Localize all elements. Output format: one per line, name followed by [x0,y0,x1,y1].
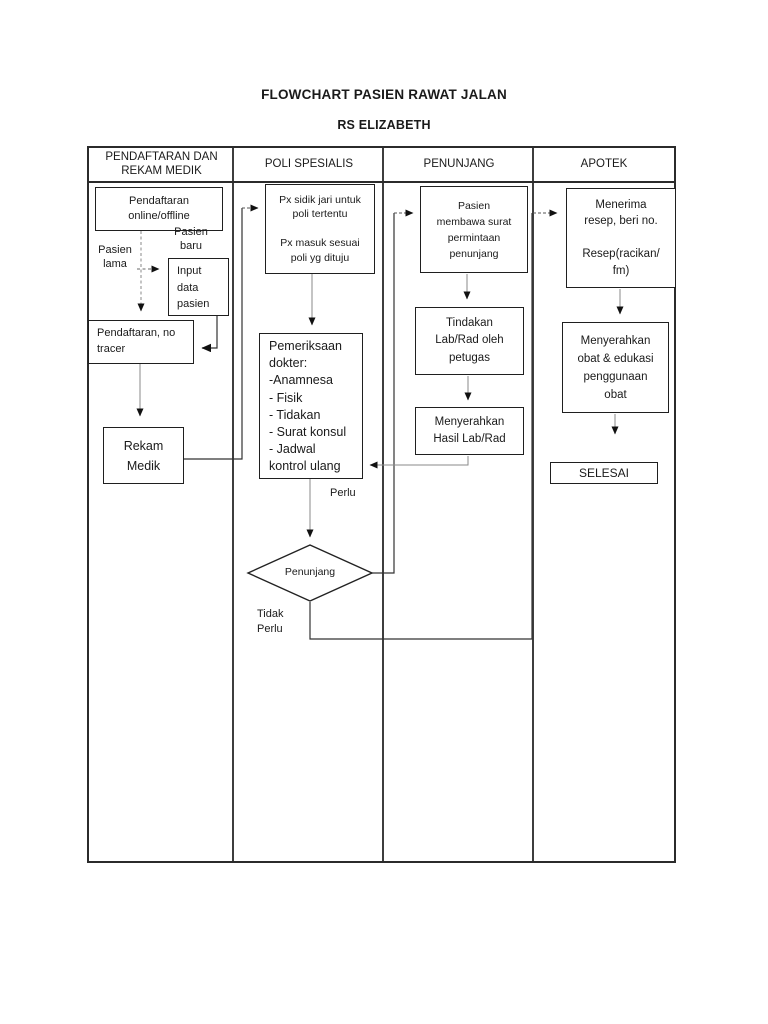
node-pemeriksaan-dokter: Pemeriksaan dokter: -Anamnesa - Fisik - … [259,333,363,479]
label-pasien-lama: Pasien lama [98,244,132,270]
node-input-data-pasien: Input data pasien [168,258,229,316]
page-subtitle: RS ELIZABETH [337,118,431,132]
page-title: FLOWCHART PASIEN RAWAT JALAN [261,87,507,102]
node-pendaftaran-online: Pendaftaran online/offline [95,187,223,231]
node-pendaftaran-no-tracer: Pendaftaran, no tracer [88,320,194,364]
node-selesai: SELESAI [550,462,658,484]
node-menyerahkan-hasil: Menyerahkan Hasil Lab/Rad [415,407,524,455]
label-perlu: Perlu [330,487,356,499]
label-pasien-baru: Pasien baru [174,226,208,252]
node-px-sidik-jari: Px sidik jari untuk poli tertentu Px mas… [265,184,375,274]
lane-header-poli-spesialis: POLI SPESIALIS [234,148,384,183]
lane-header-pendaftaran: PENDAFTARAN DAN REKAM MEDIK [89,148,234,183]
node-pasien-membawa-surat: Pasien membawa surat permintaan penunjan… [420,186,528,273]
node-tindakan-lab-rad: Tindakan Lab/Rad oleh petugas [415,307,524,375]
lane-header-apotek: APOTEK [534,148,674,183]
lane-penunjang [384,148,534,861]
node-menyerahkan-obat: Menyerahkan obat & edukasi penggunaan ob… [562,322,669,413]
decision-diamond-label: Penunjang [284,566,336,578]
lane-header-penunjang: PENUNJANG [384,148,534,183]
label-tidak-perlu: Tidak Perlu [257,608,284,635]
node-menerima-resep: Menerima resep, beri no. Resep(racikan/ … [566,188,676,288]
lane-pendaftaran [89,148,234,861]
node-rekam-medik: Rekam Medik [103,427,184,484]
